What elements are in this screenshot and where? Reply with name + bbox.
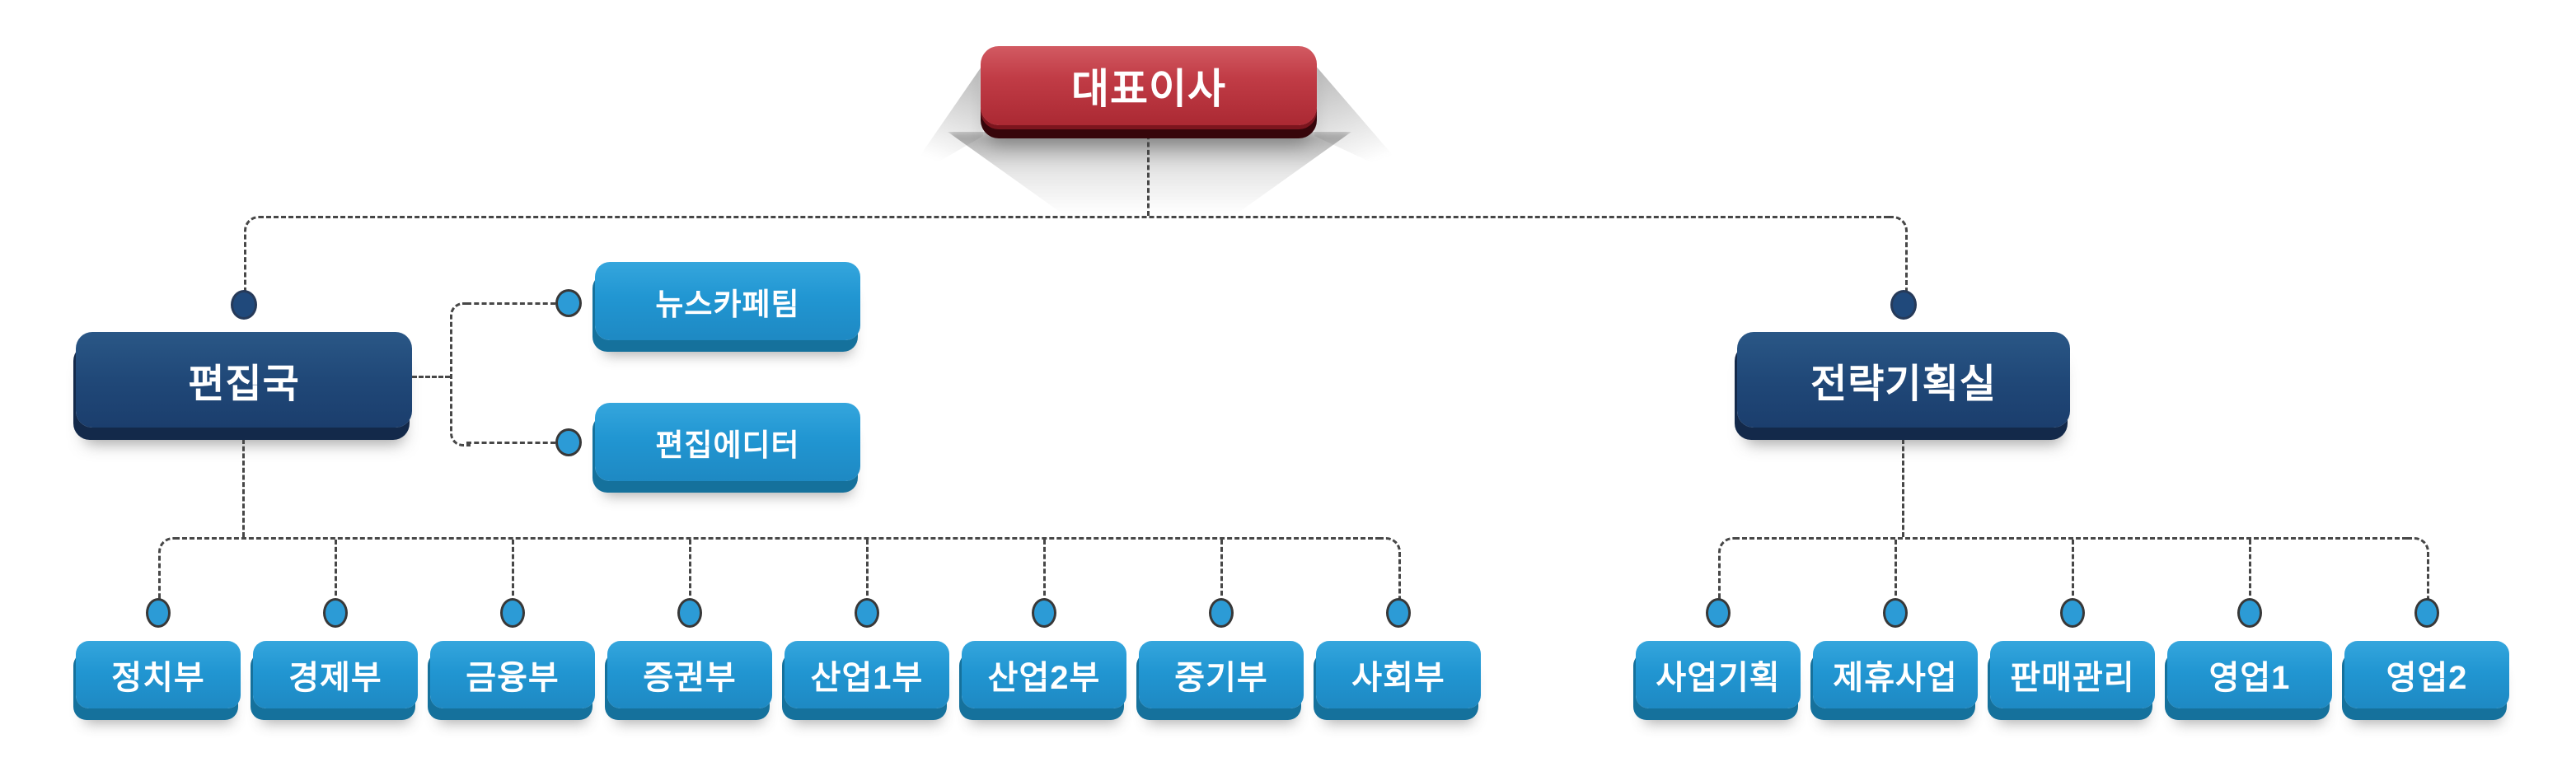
connector-dot-dept (2060, 598, 2085, 628)
connector-dot-dept (677, 598, 702, 628)
connector-top-corner-right (1889, 216, 1908, 292)
node-newscafe-team: 뉴스카페팀 (595, 262, 860, 340)
node-editorial-bureau: 편집국 (76, 332, 412, 428)
node-dept-securities: 증권부 (607, 641, 772, 708)
connector-dot-editor (555, 428, 582, 456)
connector-editorial-drop (242, 439, 245, 537)
connector-drop-dept (1895, 540, 1897, 596)
ceo-shadow-wing-right (1314, 64, 1417, 184)
node-dept-economy: 경제부 (253, 641, 418, 708)
connector-right-row-corner-left (1718, 537, 1739, 601)
connector-drop-dept (335, 540, 337, 596)
connector-left-row-corner-right (1379, 537, 1401, 601)
node-ceo: 대표이사 (981, 46, 1317, 125)
connector-dot-dept (1032, 598, 1056, 628)
connector-top-horizontal (259, 216, 1889, 218)
node-dept-sales1: 영업1 (2167, 641, 2332, 708)
connector-drop-dept (1220, 540, 1223, 596)
node-dept-industry1: 산업1부 (785, 641, 949, 708)
connector-drop-dept (866, 540, 869, 596)
connector-dot-editorial (231, 290, 257, 320)
connector-dot-dept (1706, 598, 1731, 628)
connector-drop-dept (2072, 540, 2074, 596)
connector-dot-dept (2414, 598, 2439, 628)
connector-strategy-drop (1902, 439, 1904, 537)
ceo-shadow-under (948, 132, 1351, 218)
node-dept-society: 사회부 (1316, 641, 1481, 708)
connector-dot-strategy (1890, 290, 1917, 320)
connector-left-row-horizontal (175, 537, 1380, 540)
connector-staff-stub (412, 376, 450, 378)
connector-drop-dept (512, 540, 514, 596)
node-dept-sales2: 영업2 (2344, 641, 2509, 708)
ceo-shadow-wing-left (901, 64, 983, 184)
node-dept-sales-mgmt: 판매관리 (1990, 641, 2155, 708)
connector-drop-dept (2249, 540, 2251, 596)
connector-staff-top (466, 302, 555, 305)
connector-staff-bottom (466, 442, 555, 444)
node-dept-partnership: 제휴사업 (1813, 641, 1978, 708)
node-dept-industry2: 산업2부 (962, 641, 1126, 708)
connector-right-row-corner-right (2407, 537, 2429, 601)
node-strategy-office: 전략기획실 (1737, 332, 2070, 428)
connector-dot-dept (1883, 598, 1908, 628)
connector-dot-dept (1386, 598, 1411, 628)
connector-drop-dept (689, 540, 691, 596)
connector-dot-dept (323, 598, 348, 628)
connector-top-corner-left (244, 216, 263, 292)
node-dept-finance: 금융부 (430, 641, 595, 708)
node-dept-biz-planning: 사업기획 (1636, 641, 1801, 708)
connector-staff-bracket (450, 302, 471, 446)
connector-dot-dept (500, 598, 525, 628)
connector-dot-dept (2237, 598, 2262, 628)
connector-dot-dept (146, 598, 171, 628)
connector-right-row-horizontal (1735, 537, 2407, 540)
connector-dot-dept (855, 598, 879, 628)
connector-dot-newscafe (555, 289, 582, 317)
connector-left-row-corner-left (158, 537, 179, 601)
connector-dot-dept (1209, 598, 1234, 628)
node-dept-sme: 중기부 (1139, 641, 1304, 708)
connector-ceo-drop (1147, 127, 1150, 216)
connector-drop-dept (1043, 540, 1046, 596)
node-dept-politics: 정치부 (76, 641, 241, 708)
node-editing-editor: 편집에디터 (595, 403, 860, 481)
